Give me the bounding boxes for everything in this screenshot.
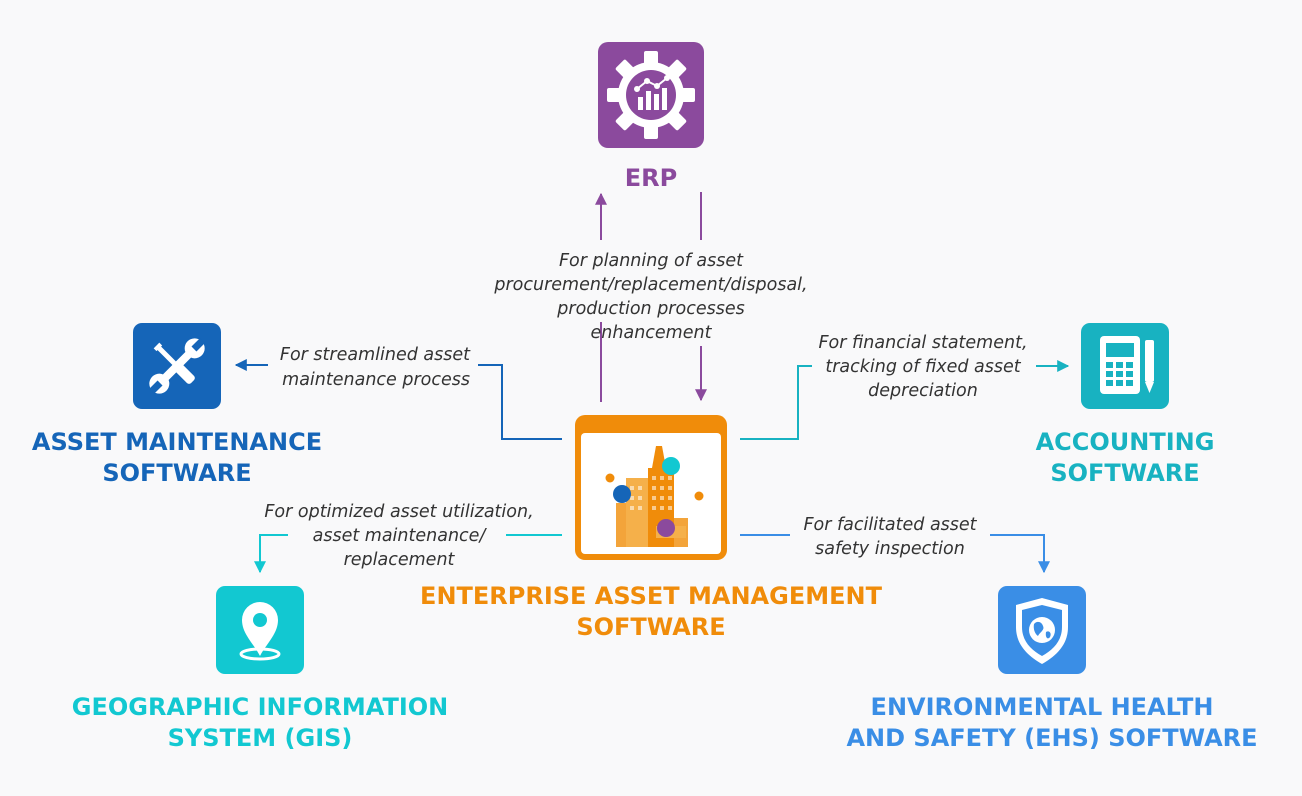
erp-connection-line-3: production processes <box>556 299 744 319</box>
eam-node: ENTERPRISE ASSET MANAGEMENT SOFTWARE <box>420 415 883 641</box>
ehs-title-line-1: ENVIRONMENTAL HEALTH <box>871 693 1214 721</box>
city-buildings-icon <box>605 446 704 547</box>
connector-gis <box>254 534 562 574</box>
maintenance-node: ASSET MAINTENANCE SOFTWARE <box>32 323 322 487</box>
erp-node: ERP <box>598 42 704 192</box>
map-pin-icon <box>239 602 281 661</box>
connector-accounting <box>740 360 1070 440</box>
connector-maintenance <box>234 359 562 440</box>
maintenance-title-line-1: ASSET MAINTENANCE <box>32 428 322 456</box>
gis-connection-line-3: replacement <box>344 550 456 570</box>
maintenance-connection-line-2: maintenance process <box>282 370 470 390</box>
erp-connection-label: For planning of asset procurement/replac… <box>493 251 807 343</box>
gis-title-line-1: GEOGRAPHIC INFORMATION <box>72 693 449 721</box>
gis-connection-line-1: For optimized asset utilization, <box>264 502 533 522</box>
erp-title: ERP <box>625 164 677 192</box>
accounting-connection-line-1: For financial statement, <box>818 333 1027 353</box>
accounting-title-line-2: SOFTWARE <box>1050 459 1199 487</box>
wrench-screwdriver-icon <box>149 338 205 394</box>
maintenance-connection-label: For streamlined asset maintenance proces… <box>280 345 471 390</box>
erp-connection-line-1: For planning of asset <box>559 251 744 271</box>
accounting-connection-line-3: depreciation <box>868 381 978 401</box>
ehs-connection-line-1: For facilitated asset <box>803 515 977 535</box>
gis-title-line-2: SYSTEM (GIS) <box>168 724 353 752</box>
accounting-node: ACCOUNTING SOFTWARE <box>1036 323 1215 487</box>
calculator-icon <box>1100 336 1154 394</box>
shield-globe-icon <box>1016 598 1068 664</box>
ehs-title-line-2: AND SAFETY (EHS) SOFTWARE <box>846 724 1257 752</box>
accounting-title-line-1: ACCOUNTING <box>1036 428 1215 456</box>
accounting-connection-label: For financial statement, tracking of fix… <box>818 333 1027 401</box>
erp-connection-line-2: procurement/replacement/disposal, <box>493 275 807 295</box>
gis-connection-label: For optimized asset utilization, asset m… <box>264 502 533 570</box>
eam-title-line-2: SOFTWARE <box>576 613 725 641</box>
ehs-connection-line-2: safety inspection <box>815 539 965 559</box>
eam-title-line-1: ENTERPRISE ASSET MANAGEMENT <box>420 582 883 610</box>
erp-connection-line-4: enhancement <box>591 323 713 343</box>
gis-connection-line-2: asset maintenance/ <box>313 526 488 546</box>
accounting-connection-line-2: tracking of fixed asset <box>825 357 1021 377</box>
gis-node: GEOGRAPHIC INFORMATION SYSTEM (GIS) <box>72 586 449 752</box>
ehs-connection-label: For facilitated asset safety inspection <box>803 515 977 559</box>
gear-chart-icon <box>607 51 695 139</box>
ehs-node: ENVIRONMENTAL HEALTH AND SAFETY (EHS) SO… <box>846 586 1258 752</box>
maintenance-title-line-2: SOFTWARE <box>102 459 251 487</box>
maintenance-connection-line-1: For streamlined asset <box>280 345 471 365</box>
connector-ehs <box>740 534 1050 574</box>
